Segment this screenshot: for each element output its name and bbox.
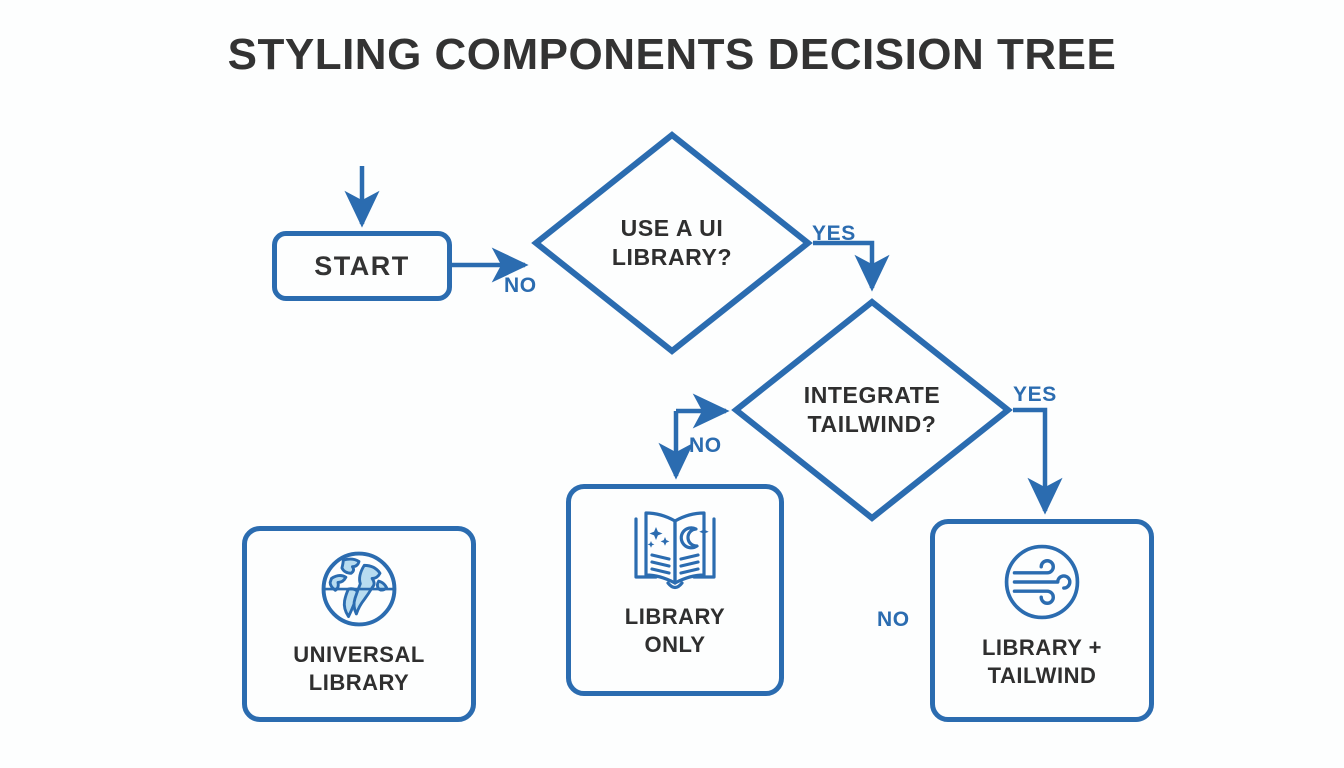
node-result-universal-library-label: UNIVERSAL LIBRARY	[293, 641, 425, 696]
node-start[interactable]: START	[272, 231, 452, 301]
wind-circle-icon	[1004, 544, 1080, 620]
edge-label-start-to-ui-library: NO	[504, 274, 537, 297]
edge-label-tailwind-yes: YES	[1013, 383, 1057, 406]
decision-tailwind-line-2: TAILWIND?	[807, 411, 937, 437]
decision-ui-line-2: LIBRARY?	[611, 244, 733, 270]
edge-tailwind-yes	[1013, 407, 1063, 515]
page-title: STYLING COMPONENTS DECISION TREE	[227, 30, 1117, 79]
open-book-icon	[634, 511, 716, 590]
decision-tailwind-line-1: INTEGRATE	[803, 381, 941, 408]
library-only-line-2: ONLY	[644, 631, 706, 657]
node-result-library-tailwind[interactable]: LIBRARY + TAILWIND	[930, 519, 1154, 722]
diamond-shape	[531, 131, 813, 355]
globe-icon	[321, 551, 397, 627]
edge-label-tailwind-no: NO	[689, 434, 722, 457]
node-decision-integrate-tailwind-label: INTEGRATE TAILWIND?	[731, 297, 1013, 523]
universal-line-1: UNIVERSAL	[293, 642, 425, 667]
edge-ui-library-yes	[813, 240, 890, 292]
library-only-line-1: LIBRARY	[624, 604, 726, 629]
node-decision-integrate-tailwind[interactable]: INTEGRATE TAILWIND?	[731, 297, 1013, 523]
node-result-library-tailwind-label: LIBRARY + TAILWIND	[982, 634, 1102, 689]
universal-line-2: LIBRARY	[308, 669, 410, 695]
node-result-library-only-label: LIBRARY ONLY	[625, 603, 725, 658]
diamond-shape	[731, 298, 1013, 522]
node-result-universal-library[interactable]: UNIVERSAL LIBRARY	[242, 526, 476, 722]
edge-label-ui-library-yes: YES	[812, 222, 856, 245]
node-decision-use-ui-library[interactable]: USE A UI LIBRARY?	[531, 130, 813, 356]
node-decision-use-ui-library-label: USE A UI LIBRARY?	[531, 130, 813, 356]
library-tailwind-line-1: LIBRARY +	[981, 635, 1103, 660]
node-start-label: START	[314, 250, 410, 281]
library-tailwind-line-2: TAILWIND	[987, 662, 1097, 688]
edge-label-tailwind-fallback-no: NO	[877, 608, 910, 631]
decision-ui-line-1: USE A UI	[620, 214, 724, 241]
node-result-library-only[interactable]: LIBRARY ONLY	[566, 484, 784, 696]
